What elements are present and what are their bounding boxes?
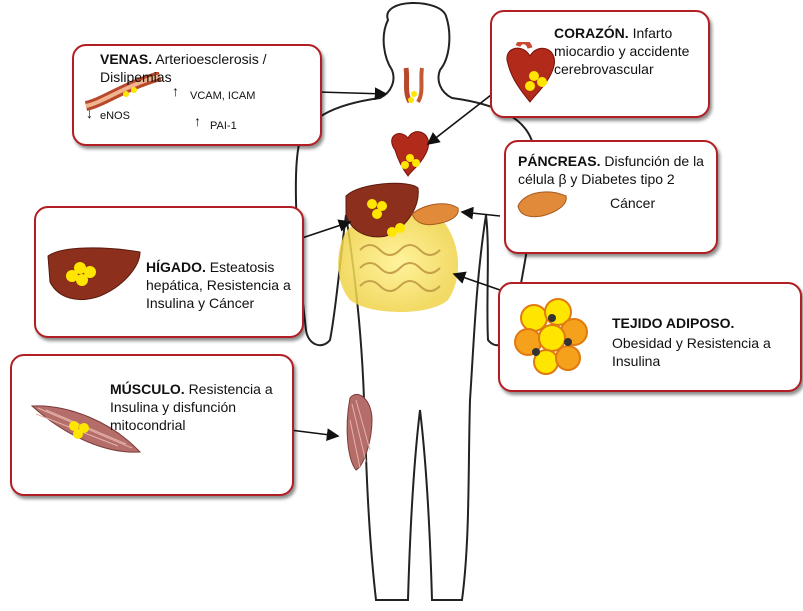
tejido-text: Obesidad y Resistencia a Insulina [612, 334, 782, 370]
tejido-title-text: TEJIDO ADIPOSO. [612, 315, 734, 331]
pancreas-title: PÁNCREAS. [518, 153, 600, 169]
pancreas-box: PÁNCREAS. Disfunción de la célula β y Di… [504, 140, 718, 254]
tejido-title: TEJIDO ADIPOSO. [612, 314, 792, 332]
corazon-box: CORAZÓN. Infarto miocardio y accidente c… [490, 10, 710, 118]
up-arrow-icon: ↑ [194, 114, 201, 128]
venas-title-line: VENAS. Arterioesclerosis / Dislipemias [100, 50, 316, 86]
pancreas-illustration [514, 186, 570, 226]
higado-text-block: HÍGADO. Esteatosis hepática, Resistencia… [146, 258, 296, 312]
musculo-title: MÚSCULO. [110, 381, 185, 397]
venas-enos: eNOS [100, 110, 130, 122]
venas-pai: PAI-1 [210, 120, 237, 132]
corazon-text-block: CORAZÓN. Infarto miocardio y accidente c… [554, 24, 704, 78]
pancreas-cancer: Cáncer [610, 194, 655, 212]
corazon-title: CORAZÓN. [554, 25, 629, 41]
adipose-illustration [512, 296, 592, 376]
musculo-text-block: MÚSCULO. Resistencia a Insulina y disfun… [110, 380, 286, 434]
up-arrow-icon: ↑ [172, 84, 179, 98]
venas-vcam: VCAM, ICAM [190, 90, 255, 102]
pancreas-text-block: PÁNCREAS. Disfunción de la célula β y Di… [518, 152, 714, 188]
higado-box: HÍGADO. Esteatosis hepática, Resistencia… [34, 206, 304, 338]
heart-illustration [500, 42, 560, 106]
musculo-box: MÚSCULO. Resistencia a Insulina y disfun… [10, 354, 294, 496]
venas-box: VENAS. Arterioesclerosis / Dislipemias ↑… [72, 44, 322, 146]
venas-title: VENAS. [100, 51, 152, 67]
tejido-adiposo-box: TEJIDO ADIPOSO. Obesidad y Resistencia a… [498, 282, 802, 392]
liver-illustration [44, 246, 144, 310]
higado-title: HÍGADO. [146, 259, 206, 275]
down-arrow-icon: ↓ [86, 106, 93, 120]
